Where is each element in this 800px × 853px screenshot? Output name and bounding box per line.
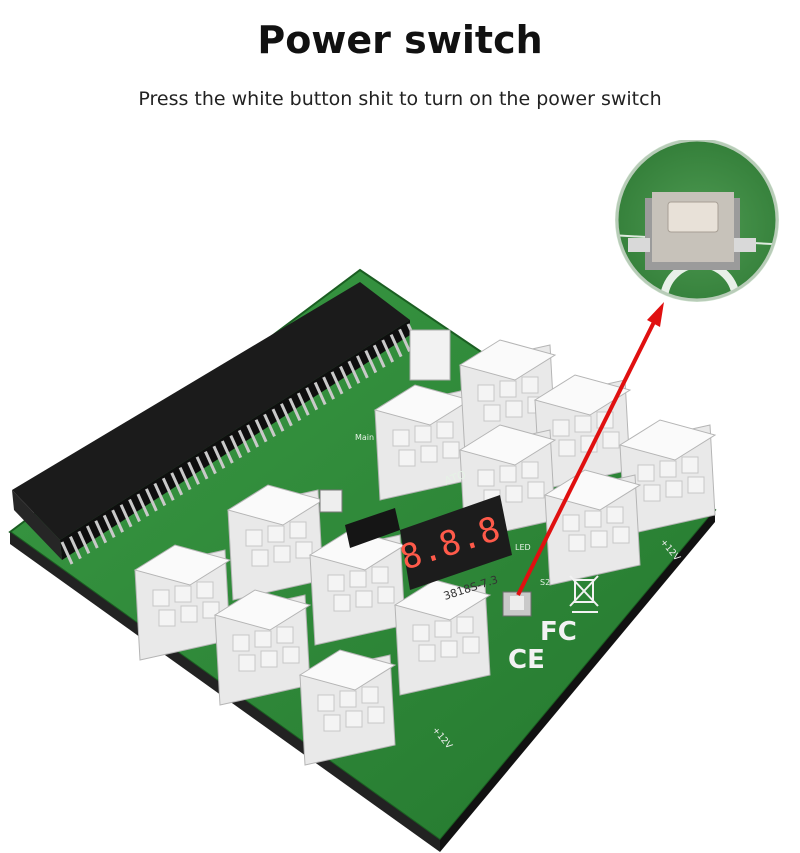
connector-pin: [195, 456, 209, 480]
connector-pin: [280, 403, 293, 427]
connector-pin: [381, 339, 395, 363]
connector-pin: [339, 365, 352, 390]
pcie-6pin-connector: [213, 589, 312, 706]
red-arrow-icon: [516, 302, 664, 596]
zoom-inset: [615, 140, 779, 302]
page-subtitle: Press the white button shit to turn on t…: [138, 88, 662, 110]
connector-pin: [136, 493, 150, 517]
connector-pin: [128, 498, 141, 523]
label-s2: S2: [540, 578, 550, 587]
connector-pin: [94, 520, 108, 544]
connector-pin: [220, 440, 234, 464]
connector-pin: [271, 408, 285, 432]
connector-pin: [313, 381, 327, 406]
pcie-6pin-connector: [308, 529, 407, 646]
fan-header: [409, 329, 451, 381]
push-button-icon[interactable]: [502, 591, 532, 617]
connector-pin: [187, 461, 200, 485]
svg-text:FC: FC: [540, 617, 577, 647]
connector-pin: [153, 482, 167, 507]
connector-pin: [119, 504, 133, 528]
connector-pin: [111, 509, 124, 533]
connector-pin: [145, 488, 158, 512]
connector-pin: [178, 466, 192, 491]
zoom-push-button-icon: [628, 192, 756, 270]
connector-pin: [246, 424, 260, 448]
connector-pin: [372, 344, 386, 368]
connector-pin: [85, 525, 99, 549]
label-main: Main: [355, 433, 374, 442]
connector-pin: [254, 419, 268, 443]
pcie-6pin-connector: [543, 469, 642, 586]
connector-pin: [237, 429, 251, 453]
pcie-6pin-connector: [458, 339, 557, 456]
sensor-module: [319, 489, 343, 513]
label-led: LED: [515, 543, 531, 552]
ic-chip: [345, 508, 400, 548]
ce-mark-icon: CE: [508, 645, 545, 675]
connector-pin: [356, 355, 369, 379]
pcie-connectors: [133, 339, 717, 766]
connector-pin: [69, 536, 82, 560]
fcc-mark-icon: FC: [540, 617, 577, 647]
connector-pin: [60, 541, 74, 565]
connector-pin: [77, 530, 91, 554]
pcie-6pin-connector: [533, 374, 632, 491]
connector-pin: [288, 397, 302, 422]
connector-pin: [296, 392, 310, 416]
connector-pin: [102, 514, 116, 539]
weee-bin-icon: [569, 575, 599, 613]
connector-pin: [389, 334, 403, 358]
pcie-6pin-connector: [226, 484, 325, 601]
connector-pin: [398, 328, 411, 352]
connector-pin: [330, 371, 344, 395]
connector-pin: [263, 413, 276, 438]
connector-pin: [305, 387, 319, 411]
edge-slot-connector: [12, 282, 410, 560]
connector-pin: [347, 360, 361, 384]
pcie-6pin-connector: [298, 649, 397, 766]
pcb-product-photo: 8.8.8 3818S-7.3 ATO Main LED S2 +12V +12…: [8, 140, 779, 852]
page-title: Power switch: [257, 18, 543, 62]
connector-pin: [322, 376, 335, 400]
connector-pin: [364, 349, 378, 374]
pcie-6pin-connector: [393, 579, 492, 696]
pcie-6pin-connector: [373, 384, 472, 501]
connector-pin: [170, 472, 184, 496]
connector-pin: [161, 477, 175, 501]
pcie-6pin-connector: [133, 544, 232, 661]
connector-pin: [204, 450, 217, 475]
connector-pin: [229, 435, 243, 459]
connector-pin: [212, 445, 226, 469]
pcie-6pin-connector: [618, 419, 717, 536]
svg-text:CE: CE: [508, 645, 545, 675]
